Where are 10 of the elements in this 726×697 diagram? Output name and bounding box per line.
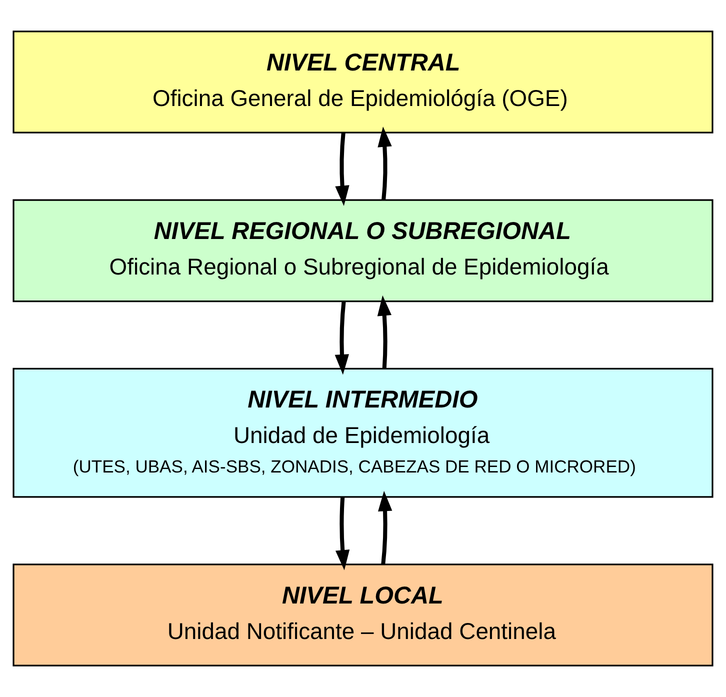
arrow — [378, 490, 392, 564]
node-box: NIVEL REGIONAL O SUBREGIONAL Oficina Regional o Subregional de Epidemiología — [12, 199, 714, 302]
node-box: NIVEL LOCAL Unidad Notificante – Unidad Centinela — [12, 564, 714, 666]
node-box: NIVEL INTERMEDIO Unidad de Epidemiología (UTES, UBAS, AIS-SBS, ZONADIS, CABEZAS DE RED O MICRORED) — [12, 368, 714, 498]
arrow — [377, 295, 392, 369]
arrow — [335, 496, 350, 570]
node-box: NIVEL CENTRAL Oficina General de Epidemiológía (OGE) — [12, 30, 714, 134]
arrow — [334, 301, 349, 375]
arrow — [335, 132, 350, 206]
arrow — [378, 126, 392, 200]
